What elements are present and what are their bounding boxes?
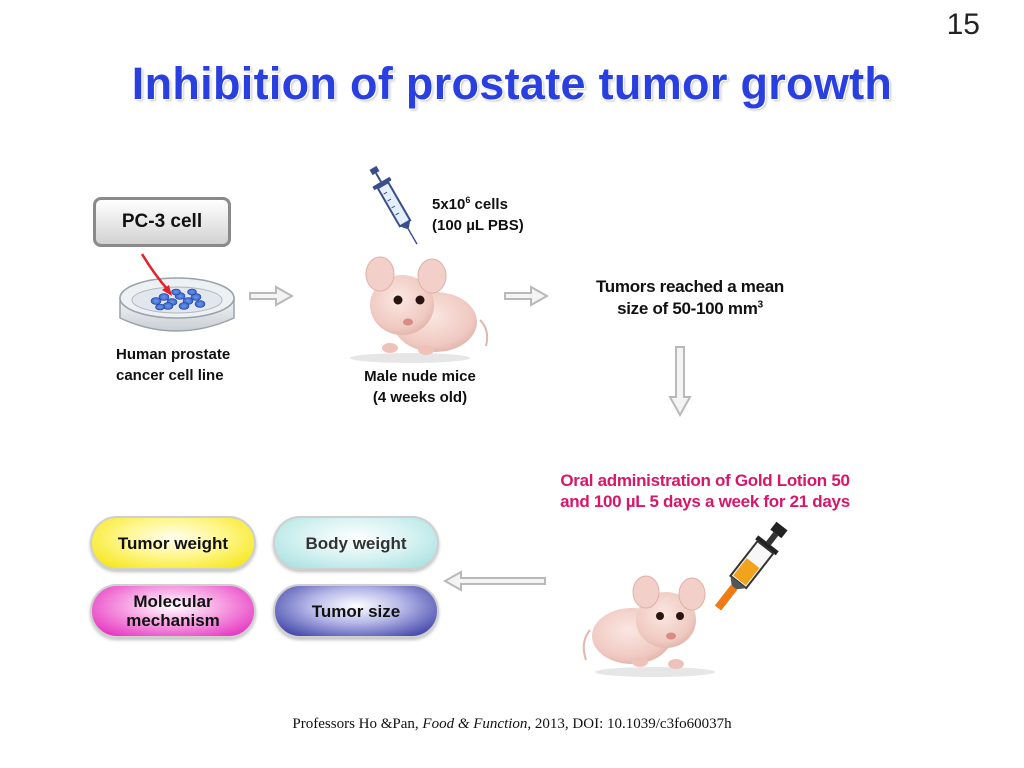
pc3-cell-box: PC-3 cell <box>93 197 231 247</box>
citation-journal: Food & Function <box>422 716 528 732</box>
oral-text-line2: and 100 µL 5 days a week for 21 days <box>560 492 850 511</box>
tumor-text-line2: size of 50-100 mm3 <box>560 298 820 320</box>
tumor-weight-pill: Tumor weight <box>90 516 256 570</box>
tumor-text-size: size of 50-100 mm <box>617 299 758 318</box>
mice-label: Male nude mice (4 weeks old) <box>345 366 495 408</box>
gavage-syringe-icon <box>714 521 788 611</box>
tumor-size-label: Tumor size <box>311 601 401 621</box>
tumor-size-pill: Tumor size <box>273 584 439 638</box>
mice-label-line2: (4 weeks old) <box>372 389 468 406</box>
citation-authors: Professors Ho &Pan, <box>292 716 423 732</box>
syringe-icon <box>369 165 418 245</box>
body-weight-label: Body weight <box>305 533 407 553</box>
tumor-size-text: Tumors reached a mean size of 50-100 mm3 <box>560 276 820 320</box>
cell-line-label-line1: Human prostate <box>116 346 231 363</box>
injection-line2: (100 µL PBS) <box>432 217 524 234</box>
arrow-right-icon <box>504 285 549 307</box>
nude-mouse-image <box>350 256 489 363</box>
arrow-down-icon <box>668 346 692 417</box>
arrow-right-icon <box>249 285 294 307</box>
injection-text: 5x106 cells (100 µL PBS) <box>432 194 592 236</box>
molecular-mechanism-line2: mechanism <box>126 611 220 630</box>
injection-exponent: 6 <box>465 195 471 205</box>
molecular-mechanism-pill: Molecular mechanism <box>90 584 256 638</box>
cell-line-label-line2: cancer cell line <box>116 367 224 384</box>
tumor-weight-label: Tumor weight <box>117 533 229 553</box>
treated-mouse-image <box>582 575 715 677</box>
arrow-left-icon <box>443 570 546 592</box>
oral-administration-text: Oral administration of Gold Lotion 50 an… <box>505 470 905 512</box>
injection-line1: 5x106 cells <box>432 194 592 215</box>
mice-label-line1: Male nude mice <box>364 368 476 385</box>
injection-cells-word: cells <box>470 196 508 213</box>
slide-number: 15 <box>946 8 980 41</box>
body-weight-pill: Body weight <box>273 516 439 570</box>
oral-text-line1: Oral administration of Gold Lotion 50 <box>560 471 850 490</box>
petri-dish-icon <box>119 253 235 332</box>
cell-line-label: Human prostate cancer cell line <box>116 344 296 386</box>
pc3-cell-label: PC-3 cell <box>121 211 203 232</box>
slide-title: Inhibition of prostate tumor growth <box>131 58 893 109</box>
molecular-mechanism-line1: Molecular <box>133 592 213 611</box>
tumor-text-line1: Tumors reached a mean <box>595 277 784 296</box>
citation-doi: , 2013, DOI: 10.1039/c3fo60037h <box>527 716 732 732</box>
injection-cell-count: 5x10 <box>432 196 466 213</box>
citation: Professors Ho &Pan, Food & Function, 201… <box>0 716 1024 733</box>
tumor-text-exponent: 3 <box>757 299 764 311</box>
